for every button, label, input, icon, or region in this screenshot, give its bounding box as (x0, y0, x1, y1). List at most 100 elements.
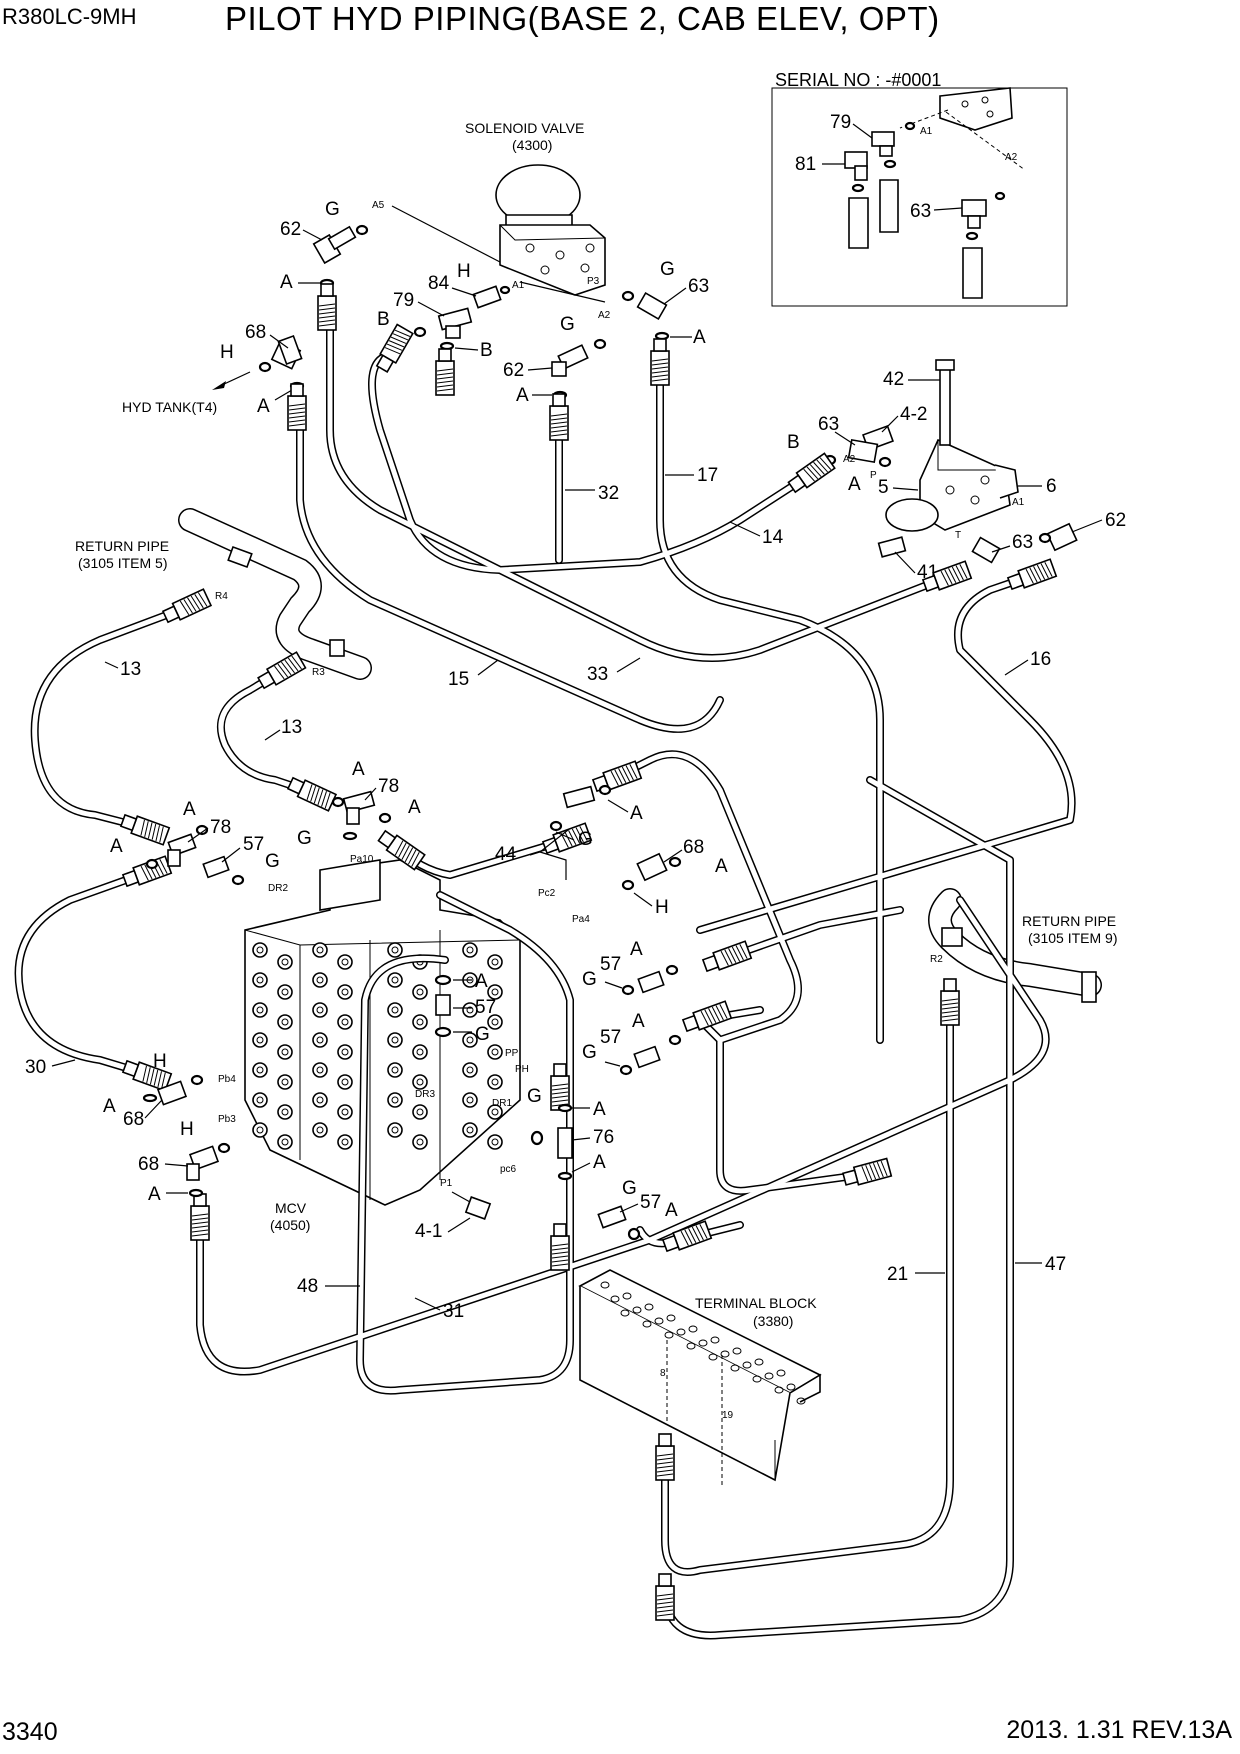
mcv-plug-center (491, 1018, 499, 1026)
callout-62-mid: 62 (503, 360, 524, 381)
letter-g-4: G (265, 851, 280, 872)
terminal-block-code: (3380) (753, 1313, 793, 1329)
mcv-plug (312, 1032, 328, 1048)
mcv-plug (387, 942, 403, 958)
mcv-plug (312, 1002, 328, 1018)
callout-68-tank: 68 (245, 322, 266, 343)
terminal-hole (698, 1339, 708, 1347)
port-pb3: Pb3 (218, 1114, 236, 1125)
port-a5: A5 (372, 200, 385, 211)
mcv-plug (337, 1104, 353, 1120)
hose-core (357, 892, 573, 1394)
port-a2-right: A2 (843, 454, 856, 465)
hose-sleeve (317, 283, 337, 331)
mcv-plug (487, 954, 503, 970)
mcv-plug (487, 1104, 503, 1120)
terminal-hole (676, 1328, 686, 1336)
inset-port-a1: A1 (920, 126, 933, 137)
fitting-pc2 (549, 784, 612, 832)
hose-sleeve (940, 978, 960, 1026)
mcv-plug (252, 1032, 268, 1048)
mcv-plug-center (281, 1018, 289, 1026)
hose-sleeve (1006, 558, 1058, 591)
mcv-plug-center (416, 1108, 424, 1116)
port-8: 8 (660, 1368, 666, 1379)
port-pb4: Pb4 (218, 1074, 236, 1085)
mcv-plug (462, 1002, 478, 1018)
mcv-plug (387, 1062, 403, 1078)
hose-sleeve (377, 829, 426, 871)
mcv-plug-center (391, 976, 399, 984)
mcv-plug (337, 1074, 353, 1090)
terminal-hole (710, 1336, 720, 1344)
terminal-block-holes (600, 1281, 806, 1405)
mcv-plug-center (281, 1108, 289, 1116)
hose-core (662, 992, 953, 1575)
letter-a-10: A (630, 803, 643, 824)
terminal-hole (632, 1306, 642, 1314)
mcv-plug (487, 1074, 503, 1090)
terminal-hole (654, 1317, 664, 1325)
terminal-hole (730, 1364, 740, 1372)
mcv-plug (277, 954, 293, 970)
callout-57-c: 57 (600, 1027, 621, 1048)
mcv-plug (462, 1092, 478, 1108)
fitting-62-mid (551, 338, 607, 400)
mcv-plug (252, 1002, 268, 1018)
letter-a-18: A (593, 1152, 606, 1173)
inset-callout-63: 63 (910, 201, 931, 222)
port-19: 19 (722, 1410, 734, 1421)
mcv-bolts (252, 942, 503, 1150)
terminal-hole (796, 1397, 806, 1405)
page-number: 3340 (2, 1718, 58, 1746)
fitting-78-left (145, 824, 209, 870)
mcv-plug (277, 1014, 293, 1030)
check-valve-assembly (823, 359, 1078, 564)
hose-core (697, 1017, 863, 1194)
mcv-plug (312, 942, 328, 958)
mcv-plug-center (391, 1066, 399, 1074)
callout-21: 21 (887, 1264, 908, 1285)
port-p3: P3 (587, 276, 600, 287)
mcv-plug-center (281, 1138, 289, 1146)
mcv-plug (252, 972, 268, 988)
inset-valve-block (939, 87, 1013, 131)
mcv-plug (252, 1062, 268, 1078)
mcv-plug (462, 1122, 478, 1138)
port-pc6: pc6 (500, 1164, 517, 1175)
serial-inset: SERIAL NO : -#0001 A1 A2 79 81 63 (771, 70, 1068, 307)
letter-g-9: G (475, 1024, 490, 1045)
mcv-plug (487, 1014, 503, 1030)
terminal-hole (600, 1281, 610, 1289)
mcv-plug-center (491, 1138, 499, 1146)
solenoid-valve: SOLENOID VALVE (4300) (465, 120, 606, 296)
terminal-hole (620, 1309, 630, 1317)
hose-sleeve (655, 1433, 675, 1481)
hose-sleeve (161, 588, 213, 624)
letter-h-1: H (457, 261, 471, 282)
letter-b-3: B (787, 432, 800, 453)
mcv-plug (462, 1062, 478, 1078)
callout-6: 6 (1046, 476, 1057, 497)
mcv-plug (337, 1134, 353, 1150)
terminal-hole (610, 1295, 620, 1303)
hose-sleeve (650, 338, 670, 386)
mcv-plug (252, 1122, 268, 1138)
solenoid-valve-code: (4300) (512, 137, 552, 153)
mcv-plug (487, 1044, 503, 1060)
fitting-68-pa4 (621, 852, 682, 891)
mcv-plug (387, 1092, 403, 1108)
terminal-hole (764, 1372, 774, 1380)
letter-a-13: A (632, 1011, 645, 1032)
mcv-plug-center (466, 1066, 474, 1074)
hose-13-upper (30, 606, 184, 830)
mcv-plug-center (316, 1096, 324, 1104)
mcv-plug (387, 1122, 403, 1138)
hyd-tank-label: HYD TANK(T4) (122, 399, 217, 415)
mcv-plug-center (256, 946, 264, 954)
hose-sleeve (435, 348, 455, 396)
hose-end-fittings (119, 283, 1058, 1621)
return-pipe-right-label: RETURN PIPE (1022, 913, 1116, 929)
mcv-plug (337, 1014, 353, 1030)
